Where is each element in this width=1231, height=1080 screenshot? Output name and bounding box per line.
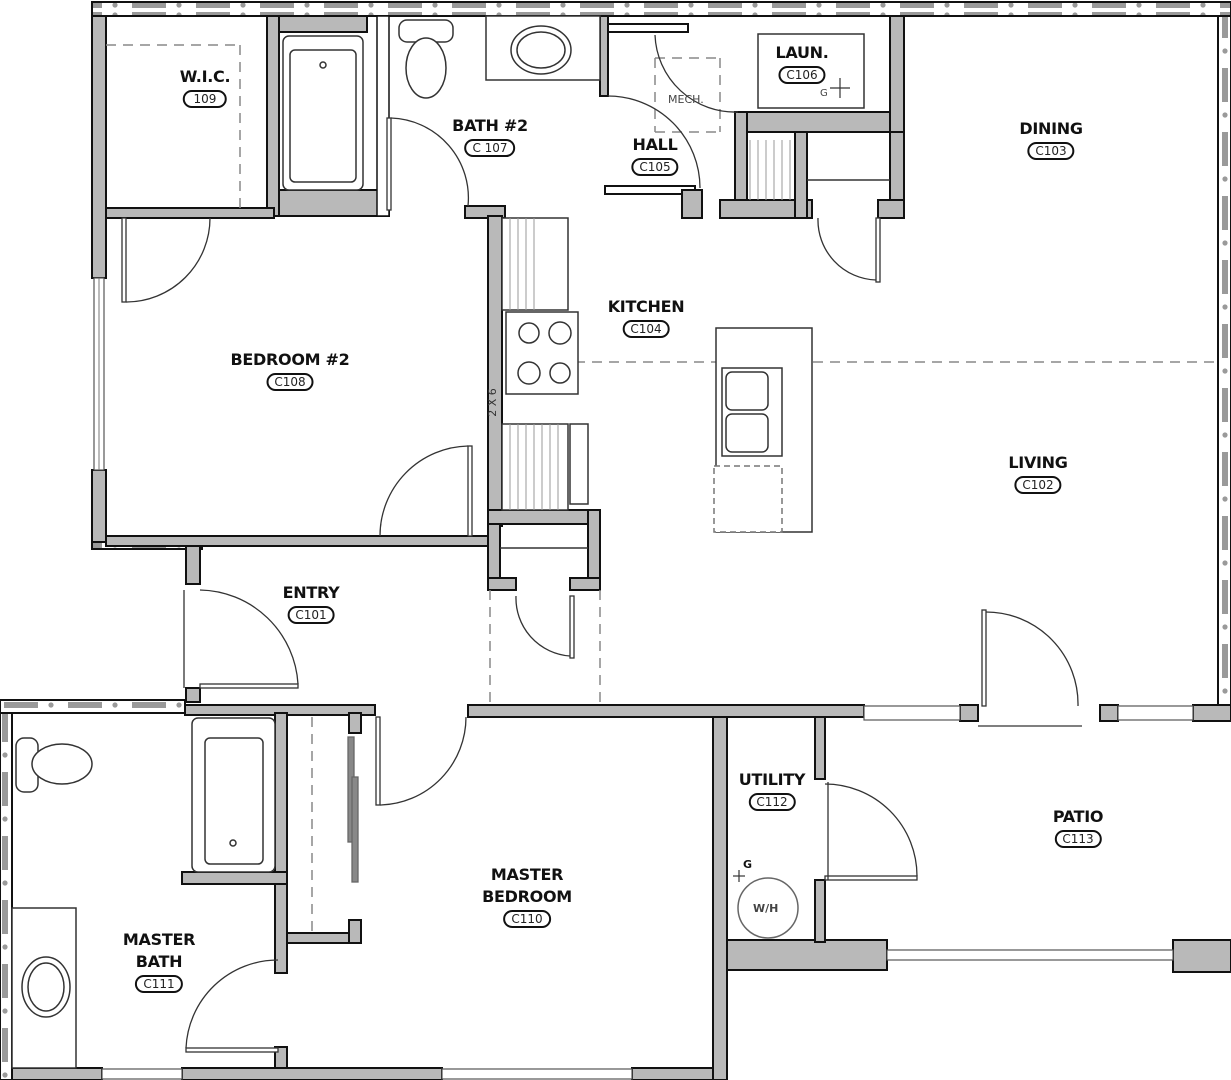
- mech-label: MECH.: [668, 93, 704, 106]
- interior-walls: [11, 15, 1231, 1080]
- room-name: KITCHEN: [607, 297, 685, 316]
- room-kitchen: KITCHEN C104: [608, 296, 685, 338]
- room-wic: W.I.C. 109: [179, 66, 231, 108]
- room-tag: C105: [631, 158, 679, 176]
- room-tag: C 107: [464, 139, 516, 157]
- room-name: HALL: [632, 135, 678, 154]
- room-tag: C113: [1054, 830, 1102, 848]
- room-tag: C103: [1027, 142, 1075, 160]
- room-tag: 109: [182, 90, 227, 108]
- room-hall: HALL C105: [631, 134, 679, 176]
- room-name: BEDROOM #2: [230, 350, 350, 369]
- room-name: DINING: [1019, 119, 1083, 138]
- room-bath2: BATH #2 C 107: [452, 115, 528, 157]
- room-bedroom2: BEDROOM #2 C108: [231, 349, 350, 391]
- room-name: PATIO: [1052, 807, 1104, 826]
- cabinet-hatching: [509, 140, 791, 510]
- doors: [121, 34, 1082, 1053]
- room-name: LIVING: [1008, 453, 1068, 472]
- room-patio: PATIO C113: [1053, 806, 1103, 848]
- room-name: BATH #2: [452, 116, 528, 135]
- gas-label-utility: G: [743, 858, 753, 871]
- room-tag: C108: [266, 373, 314, 391]
- room-tag: C112: [748, 793, 796, 811]
- room-tag: C102: [1014, 476, 1062, 494]
- room-tag: C101: [287, 606, 335, 624]
- room-name: LAUN.: [775, 43, 829, 62]
- room-tag: C104: [622, 320, 670, 338]
- room-tag: C111: [135, 975, 183, 993]
- wall-note-2x6: 2 X 6: [485, 388, 499, 417]
- windows: [101, 705, 1194, 1080]
- room-name-line1: MASTER: [122, 930, 196, 949]
- gas-symbols: [733, 78, 850, 882]
- room-name: ENTRY: [282, 583, 340, 602]
- water-heater-label: W/H: [753, 902, 779, 915]
- room-dining: DINING C103: [1019, 118, 1083, 160]
- room-master-bedroom: MASTER BEDROOM C110: [482, 864, 572, 928]
- room-tag: C110: [503, 910, 551, 928]
- dashed-lines: [106, 44, 1218, 933]
- room-master-bath: MASTER BATH C111: [123, 929, 195, 993]
- room-name: UTILITY: [738, 770, 806, 789]
- room-tag: C106: [778, 66, 826, 84]
- room-living: LIVING C102: [1008, 452, 1068, 494]
- room-name-line2: BEDROOM: [482, 887, 572, 906]
- gas-label-laundry: G: [820, 88, 828, 99]
- room-utility: UTILITY C112: [738, 769, 806, 811]
- room-name-line1: MASTER: [490, 865, 564, 884]
- room-laundry: LAUN. C106: [775, 42, 829, 84]
- fixtures: [11, 15, 890, 1069]
- room-name-line2: BATH: [135, 952, 183, 971]
- room-entry: ENTRY C101: [283, 582, 340, 624]
- room-name: W.I.C.: [179, 67, 231, 86]
